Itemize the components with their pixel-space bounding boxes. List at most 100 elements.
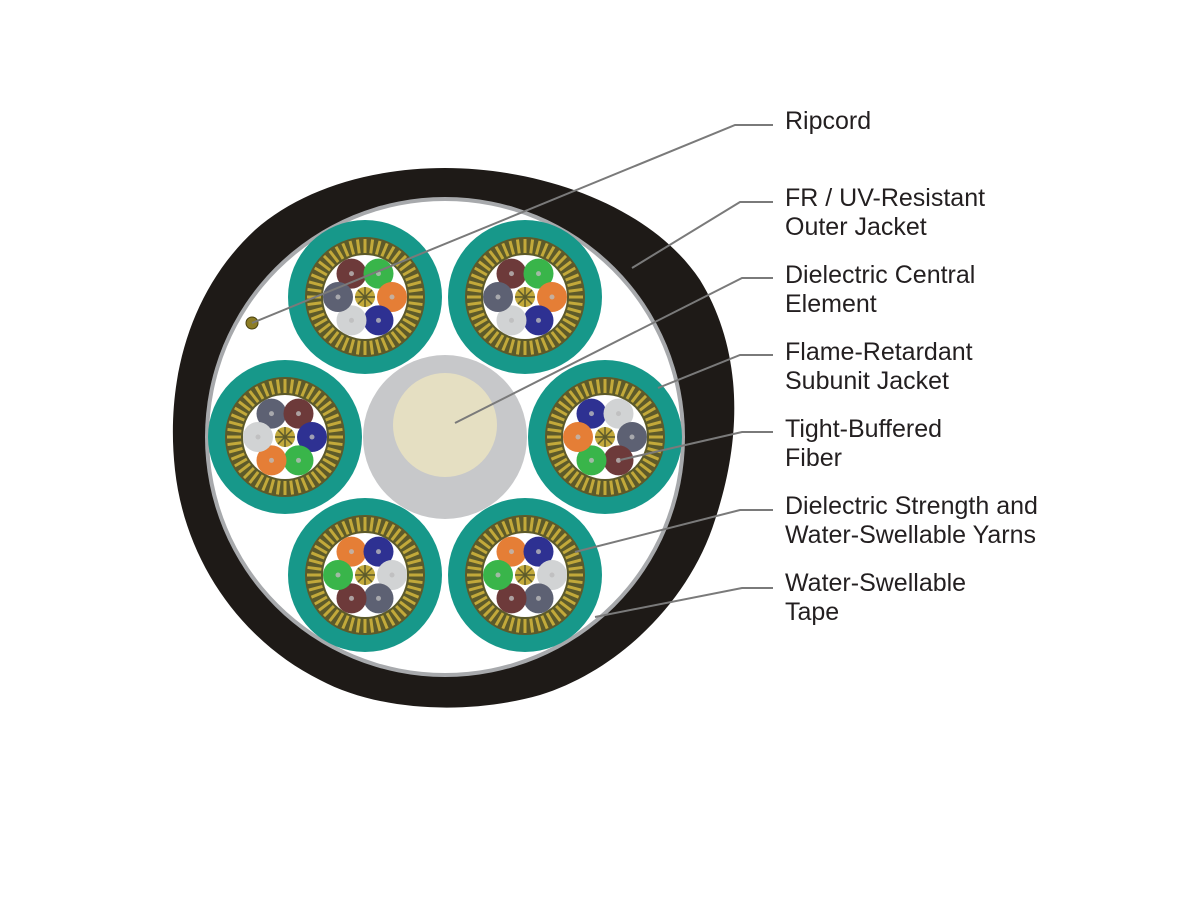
yarn-strand: [242, 394, 255, 407]
yarn-strand: [515, 340, 521, 355]
yarn-strand: [300, 477, 309, 492]
yarn-strand: [348, 339, 356, 354]
yarn-strand: [390, 528, 402, 542]
yarn-strand: [238, 400, 252, 412]
yarn-strand: [568, 287, 583, 293]
yarn-strand: [554, 457, 568, 468]
yarn-strand: [318, 260, 332, 272]
yarn-strand: [405, 590, 420, 599]
yarn-strand: [467, 301, 482, 307]
yarn-strand: [562, 467, 575, 480]
yarn-strand: [408, 565, 423, 571]
yarn-strand: [300, 382, 309, 397]
yarn-strand: [234, 406, 248, 417]
fiber-core: [349, 271, 354, 277]
fiber-core: [376, 549, 381, 555]
yarn-strand: [261, 382, 270, 397]
yarn-strand: [568, 301, 583, 307]
yarn-strand: [310, 470, 322, 484]
yarn-strand: [408, 301, 423, 307]
yarn-strand: [328, 427, 343, 433]
yarn-strand: [555, 327, 568, 340]
yarn-strand: [334, 612, 345, 626]
yarn-strand: [547, 441, 562, 447]
yarn-strand: [275, 379, 281, 394]
center-strand: [517, 567, 526, 576]
subunit-3: [208, 360, 362, 514]
yarn-strand: [374, 339, 382, 354]
yarn-strand: [468, 306, 483, 314]
yarn-strand: [402, 544, 416, 555]
yarn-strand: [568, 579, 583, 585]
yarn-strand: [567, 280, 582, 288]
yarn-strand: [369, 618, 375, 633]
yarn-strand: [482, 605, 495, 618]
yarn-strand: [550, 608, 562, 622]
leader-ripcord: [251, 124, 773, 324]
yarn-strand: [314, 317, 328, 328]
yarn-strand: [635, 394, 648, 407]
yarn-strand: [529, 517, 535, 532]
yarn-strand: [558, 462, 572, 474]
yarn-strand: [322, 605, 335, 618]
labels-group: Ripcord FR / UV-Resistant Outer Jacket D…: [785, 107, 1038, 626]
yarn-strand: [322, 406, 336, 417]
yarn-strand: [294, 380, 302, 395]
fiber-core: [536, 549, 541, 555]
fiber-core: [389, 572, 395, 578]
yarn-strand: [529, 618, 535, 633]
yarn-strand: [395, 532, 408, 545]
yarn-strand: [402, 317, 416, 328]
yarn-strand: [238, 462, 252, 474]
yarn-strand: [328, 528, 340, 542]
yarn-strand: [318, 322, 332, 334]
yarn-strand: [341, 242, 350, 257]
yarn-strand: [468, 280, 483, 288]
fiber-core: [509, 317, 514, 323]
yarn-strand: [369, 340, 375, 355]
center-strand: [357, 567, 366, 576]
center-strand: [364, 289, 373, 298]
strength-yarn-striations: [467, 517, 583, 633]
center-strand: [357, 289, 366, 298]
yarn-strand: [494, 246, 505, 260]
fiber-core: [575, 434, 581, 440]
fiber-core: [335, 294, 341, 300]
yarn-strand: [645, 452, 660, 461]
yarn-strand: [230, 452, 245, 461]
yarn-strand: [630, 470, 642, 484]
yarn-strand: [540, 337, 549, 352]
yarn-strand: [567, 306, 582, 314]
yarn-strand: [562, 394, 575, 407]
yarn-strand: [398, 600, 412, 612]
fiber-core: [269, 457, 274, 463]
yarn-strand: [548, 420, 563, 428]
fiber-core: [509, 549, 514, 555]
yarn-strand: [322, 327, 335, 340]
center-strand: [604, 429, 613, 438]
yarn-strand: [305, 474, 316, 488]
yarn-strand: [567, 584, 582, 592]
fiber-core: [309, 434, 315, 440]
yarn-strand: [315, 394, 328, 407]
yarn-strand: [555, 254, 568, 267]
yarn-strand: [254, 386, 265, 400]
yarn-strand: [322, 254, 335, 267]
yarn-strand: [407, 280, 422, 288]
yarn-strand: [630, 390, 642, 404]
yarn-strand: [468, 558, 483, 566]
yarn-strand: [355, 517, 361, 532]
yarn-strand: [574, 474, 585, 488]
yarn-strand: [334, 246, 345, 260]
subunit-1: [288, 220, 442, 374]
subunit-center-striations: [515, 565, 535, 585]
yarn-strand: [348, 617, 356, 632]
yarn-strand: [405, 312, 420, 321]
yarn-strand: [534, 339, 542, 354]
yarn-strand: [385, 524, 396, 538]
yarn-strand: [545, 524, 556, 538]
yarn-strand: [348, 240, 356, 255]
yarn-strand: [550, 413, 565, 422]
yarn-strand: [390, 250, 402, 264]
center-strand: [524, 567, 533, 576]
